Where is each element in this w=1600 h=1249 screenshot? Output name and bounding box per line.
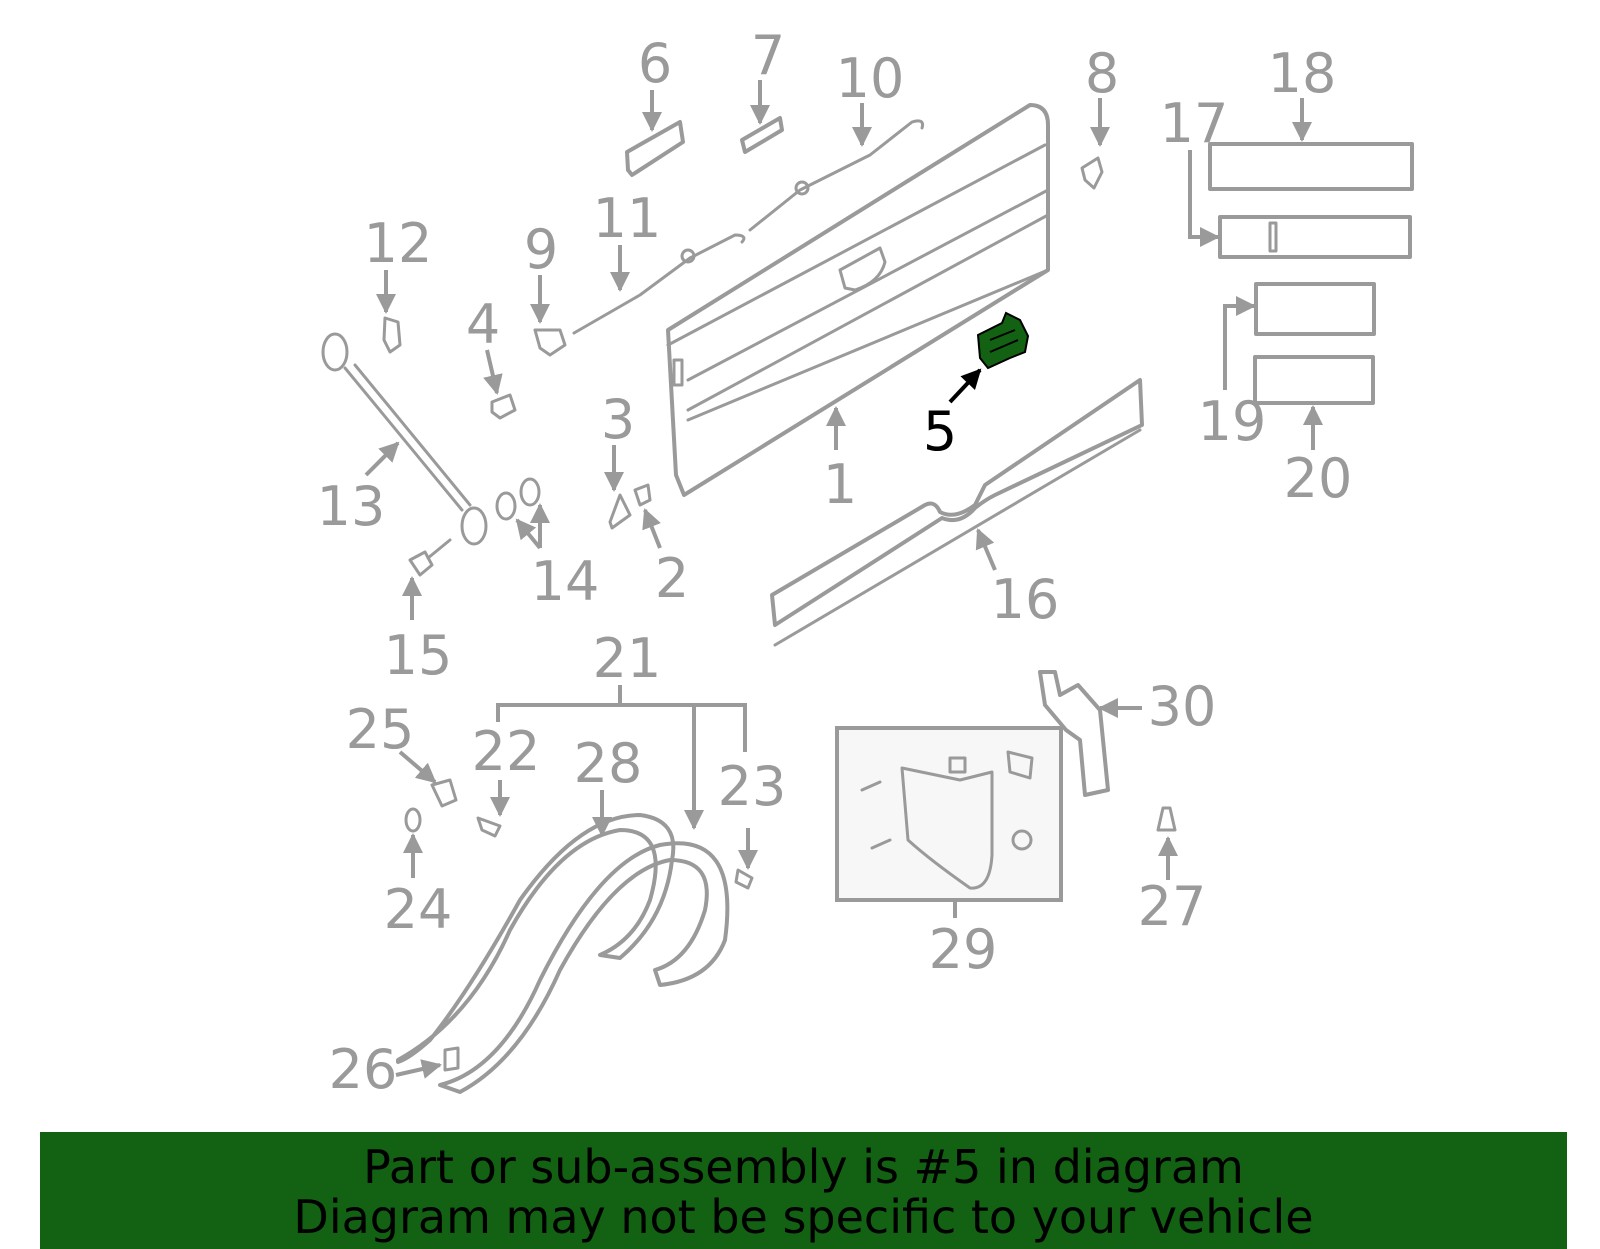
part-30	[1038, 670, 1110, 797]
callout-7: 7	[751, 24, 785, 87]
callout-21: 21	[593, 627, 662, 690]
part-18	[1208, 142, 1414, 191]
callout-14: 14	[531, 550, 600, 613]
part-17	[1218, 215, 1412, 259]
callout-23: 23	[718, 755, 787, 818]
callout-13: 13	[317, 475, 386, 538]
leader-lines	[364, 80, 1323, 1079]
callout-19: 19	[1198, 390, 1267, 453]
part-22	[476, 816, 502, 838]
callout-15: 15	[384, 624, 453, 687]
callout-1: 1	[823, 453, 857, 516]
part-13	[321, 332, 488, 546]
callout-4: 4	[466, 293, 500, 356]
part-17-mark	[1268, 221, 1278, 253]
callout-8: 8	[1085, 42, 1119, 105]
callout-6: 6	[638, 32, 672, 95]
part-11	[572, 233, 746, 335]
footer-banner: Part or sub-assembly is #5 in diagram Di…	[40, 1132, 1567, 1249]
callout-11: 11	[593, 187, 662, 250]
part-8	[1080, 156, 1104, 190]
part-10	[748, 119, 924, 232]
callout-24: 24	[384, 878, 453, 941]
part-28-outer	[438, 841, 730, 1094]
tailgate-molding-part	[770, 378, 1144, 647]
part-14b	[519, 477, 541, 507]
callout-20: 20	[1284, 447, 1353, 510]
part-29-kit	[835, 726, 1063, 902]
part-12	[382, 316, 402, 354]
part-3	[608, 493, 632, 530]
callout-18: 18	[1268, 42, 1337, 105]
callout-29: 29	[929, 918, 998, 981]
callout-22: 22	[472, 720, 541, 783]
part-15	[408, 538, 452, 577]
part-9	[533, 328, 567, 357]
part-19	[1254, 282, 1376, 336]
footer-line-disclaimer: Diagram may not be specific to your vehi…	[293, 1190, 1314, 1244]
part-27	[1156, 806, 1177, 832]
callout-26: 26	[329, 1038, 398, 1101]
callout-9: 9	[524, 218, 558, 281]
part-20	[1253, 355, 1375, 405]
callout-10: 10	[836, 47, 905, 110]
callout-12: 12	[364, 212, 433, 275]
part-6	[625, 120, 685, 177]
footer-line-part-info: Part or sub-assembly is #5 in diagram	[363, 1140, 1244, 1194]
part-25	[430, 778, 458, 808]
callout-28: 28	[574, 732, 643, 795]
callout-2: 2	[655, 547, 689, 610]
callout-30: 30	[1148, 675, 1217, 738]
callout-25: 25	[346, 698, 415, 761]
part-7	[740, 116, 784, 154]
part-26	[443, 1046, 460, 1072]
part-23	[734, 868, 754, 890]
part-4	[490, 393, 517, 420]
callout-27: 27	[1138, 875, 1207, 938]
part-24	[404, 807, 422, 833]
callout-17: 17	[1160, 92, 1229, 155]
highlighted-handle-part	[948, 311, 1030, 404]
part-28	[396, 813, 676, 1064]
part-14a	[495, 491, 517, 521]
part-11-knob	[680, 248, 696, 264]
callout-16: 16	[991, 568, 1060, 631]
part-10-knob	[794, 180, 810, 196]
callout-5-highlighted: 5	[923, 400, 957, 463]
tailgate-part	[666, 103, 1050, 497]
part-2	[633, 483, 652, 507]
callout-3: 3	[601, 388, 635, 451]
